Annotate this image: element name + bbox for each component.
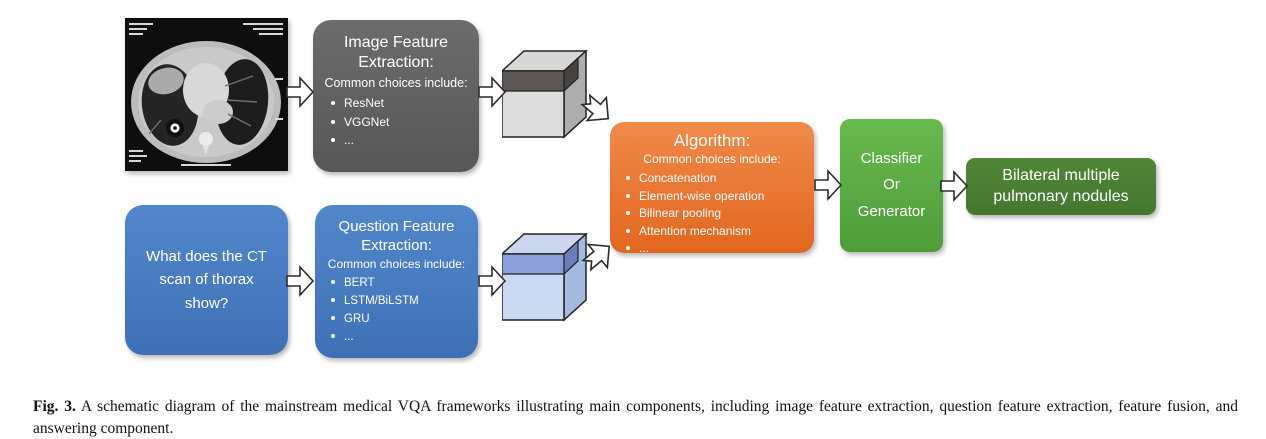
answer-text: Bilateral multiple pulmonary nodules (993, 166, 1129, 205)
arrow-question-to-question-feature (286, 264, 315, 298)
cube-band-side (563, 56, 579, 93)
list-item: Concatenation (626, 170, 804, 188)
cube-front-face (502, 253, 565, 321)
bullet-icon (626, 193, 630, 198)
bullet-icon (331, 280, 335, 285)
algorithm-title: Algorithm: (673, 131, 751, 150)
classifier-line: Classifier (860, 150, 923, 168)
list-item: Element-wise operation (626, 188, 804, 206)
list-item-label: VGGNet (344, 114, 390, 129)
bullet-icon (626, 176, 630, 181)
arrow-question-feature-to-cube (478, 264, 507, 298)
cube-band-front (502, 253, 565, 275)
bullet-icon (331, 333, 335, 338)
arrow-image-cube-to-algorithm (580, 93, 610, 122)
list-item: VGGNet (331, 113, 469, 132)
image-feature-title: Image Feature Extraction: (343, 34, 449, 72)
question-feature-cube (502, 233, 588, 322)
bullet-icon (626, 211, 630, 216)
cube-right-face (563, 50, 587, 139)
answer-box: Bilateral multiple pulmonary nodules (966, 158, 1156, 215)
bullet-icon (331, 316, 335, 320)
ct-annotation-marks (129, 23, 283, 166)
list-item-label: Element-wise operation (639, 188, 765, 203)
list-item: ... (331, 329, 470, 347)
arrow-algorithm-to-classifier (814, 168, 843, 202)
cube-front-face (502, 70, 565, 138)
figure-caption-label: Fig. 3. (33, 397, 76, 415)
ct-mass (148, 67, 184, 95)
classifier-line: Generator (857, 202, 926, 220)
ct-scan-image (125, 18, 288, 171)
list-item-label: ... (639, 241, 650, 256)
algorithm-subtitle: Common choices include: (643, 152, 781, 167)
list-item: ... (626, 240, 804, 258)
algorithm-list: Concatenation Element-wise operation Bil… (620, 170, 804, 258)
arrow-image-feature-to-cube (478, 75, 507, 109)
list-item: LSTM/BiLSTM (331, 293, 470, 311)
question-input-text: What does the CT scan of thorax show? (146, 248, 267, 312)
image-feature-subtitle: Common choices include: (324, 75, 468, 90)
list-item: GRU (331, 311, 470, 329)
question-feature-box: Question Feature Extraction: Common choi… (315, 205, 478, 358)
list-item-label: GRU (344, 313, 370, 325)
ct-right-lung (215, 59, 269, 145)
list-item-label: ... (344, 330, 354, 343)
cube-band-side (563, 239, 579, 276)
list-item-label: Bilinear pooling (639, 206, 722, 221)
cube-right-face (563, 233, 587, 322)
question-input-box: What does the CT scan of thorax show? (125, 205, 288, 355)
cube-top-face (502, 50, 588, 72)
image-feature-list: ResNet VGGNet ... (323, 94, 469, 150)
list-item: Bilinear pooling (626, 205, 804, 223)
question-feature-list: BERT LSTM/BiLSTM GRU ... (323, 275, 470, 346)
figure-caption-text: A schematic diagram of the mainstream me… (33, 397, 1238, 437)
bullet-icon (331, 100, 335, 105)
arrow-ct-to-image-feature (286, 75, 315, 109)
list-item-label: ... (344, 133, 355, 148)
figure-caption: Fig. 3. A schematic diagram of the mains… (33, 396, 1238, 439)
cube-top-face (502, 233, 588, 255)
question-feature-subtitle: Common choices include: (327, 257, 466, 272)
list-item: ... (331, 131, 469, 150)
list-item-label: LSTM/BiLSTM (344, 295, 419, 308)
list-item-label: ResNet (344, 95, 385, 110)
bullet-icon (626, 246, 630, 251)
bullet-icon (626, 228, 630, 233)
image-feature-cube (502, 50, 588, 139)
question-feature-title: Question Feature Extraction: (338, 218, 455, 255)
list-item: Attention mechanism (626, 223, 804, 241)
list-item: ResNet (331, 94, 469, 113)
arrow-classifier-to-answer (940, 169, 969, 203)
ct-vessels (148, 75, 258, 135)
image-feature-box: Image Feature Extraction: Common choices… (313, 20, 479, 172)
list-item-label: BERT (344, 277, 375, 290)
bullet-icon (331, 298, 335, 303)
classifier-box: Classifier Or Generator (840, 119, 943, 252)
bullet-icon (331, 119, 335, 124)
classifier-line: Or (883, 176, 900, 194)
list-item-label: Attention mechanism (639, 223, 752, 238)
list-item-label: Concatenation (639, 171, 717, 186)
bullet-icon (331, 138, 335, 143)
list-item: BERT (331, 275, 470, 293)
algorithm-box: Algorithm: Common choices include: Conca… (610, 122, 814, 255)
ct-spine (199, 132, 213, 146)
cube-band-front (502, 70, 565, 92)
